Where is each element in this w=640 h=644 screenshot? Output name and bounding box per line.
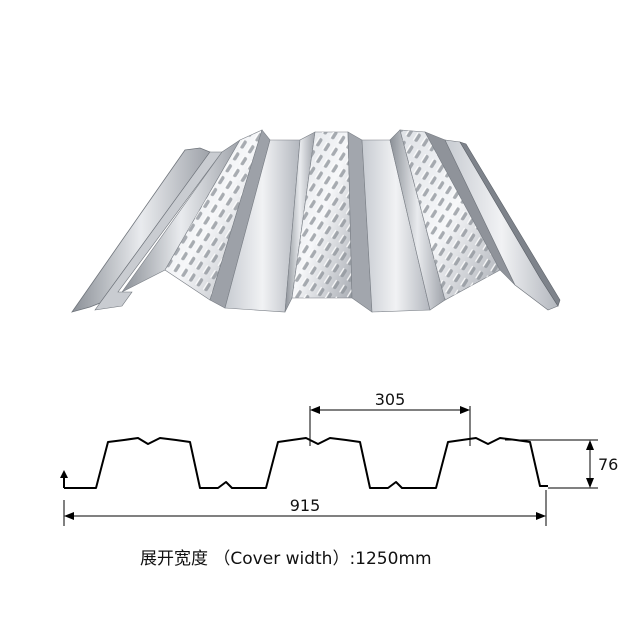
overall-arrow-right xyxy=(536,512,546,520)
caption-english: （Cover width）:1250mm xyxy=(213,549,432,569)
dimension-lines xyxy=(63,406,598,526)
floor-deck-3d-image xyxy=(71,129,561,313)
rib-1-emboss xyxy=(165,130,262,300)
overall-arrow-left xyxy=(64,512,74,520)
pitch-dimension-label: 305 xyxy=(375,390,406,409)
profile-left-end-arrowhead xyxy=(60,470,68,478)
rib-3-emboss xyxy=(400,130,500,300)
cover-width-caption: 展开宽度 （Cover width）:1250mm xyxy=(140,544,560,569)
height-arrow-bottom xyxy=(586,478,594,488)
profile-drawing xyxy=(60,437,548,489)
height-arrow-top xyxy=(586,440,594,450)
height-dimension-label: 76 xyxy=(598,455,618,474)
pitch-arrow-right xyxy=(460,406,470,414)
right-edge-lip xyxy=(459,141,561,307)
profile-outline xyxy=(64,437,548,489)
caption-chinese: 展开宽度 xyxy=(140,549,208,569)
left-flange xyxy=(94,151,223,311)
pitch-arrow-left xyxy=(310,406,320,414)
overall-dimension-label: 915 xyxy=(290,496,321,515)
rib-2-emboss xyxy=(292,132,352,298)
